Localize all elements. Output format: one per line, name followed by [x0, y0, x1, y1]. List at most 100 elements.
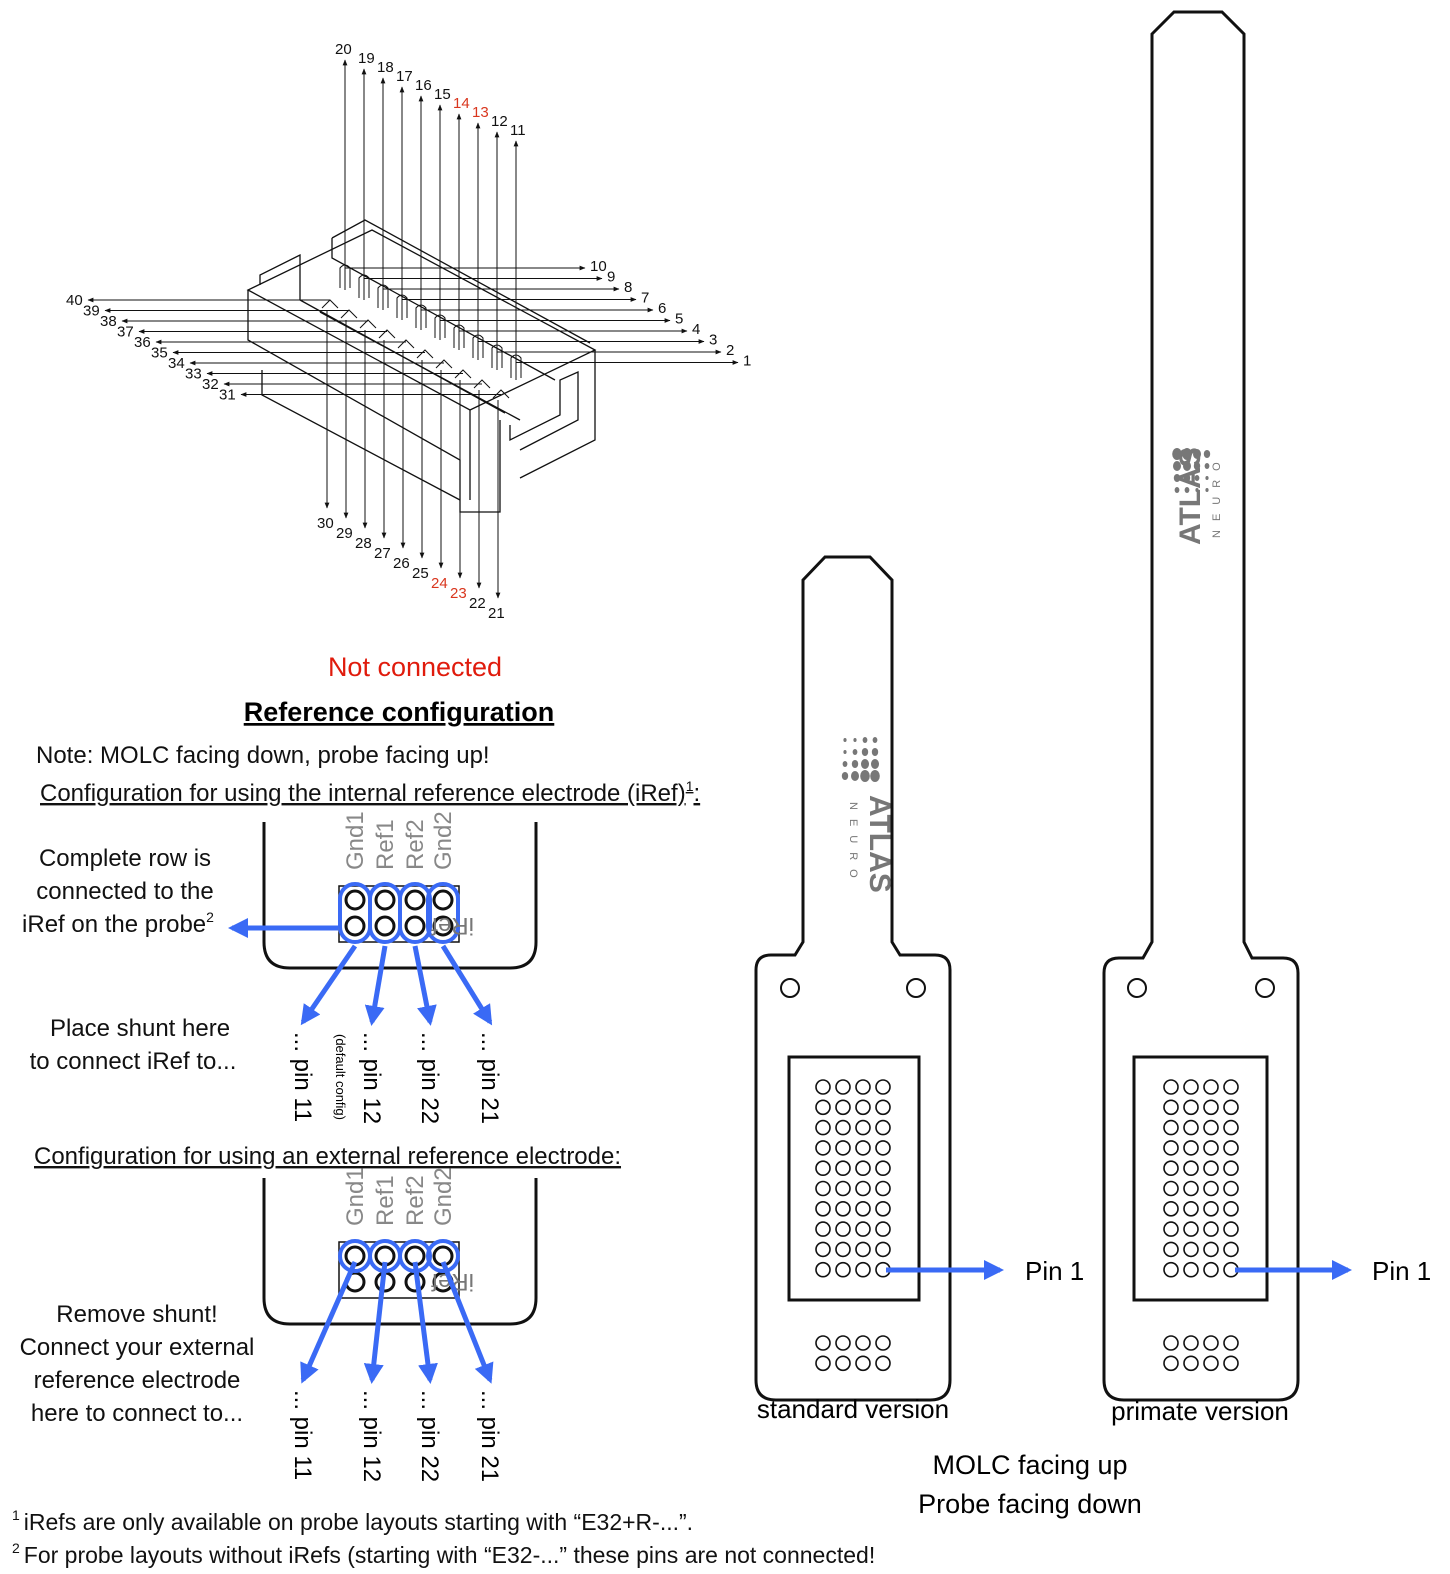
pin-number-21: 21 — [488, 605, 505, 622]
target-arrow — [364, 945, 388, 1026]
shunt-note-line1: Place shunt here — [50, 1015, 230, 1042]
header-pin — [374, 915, 396, 937]
probe-contact — [1203, 1160, 1219, 1176]
probe-contact — [815, 1140, 831, 1156]
probe-contact — [875, 1099, 891, 1116]
probe-contact — [815, 1201, 831, 1217]
pin-number-31: 31 — [219, 387, 236, 404]
logo-dot — [870, 770, 880, 782]
connector-contact — [454, 369, 472, 379]
target-pin-label: ... pin 12 — [358, 1390, 385, 1482]
probe-contact — [835, 1079, 851, 1095]
pin-number-8: 8 — [624, 279, 632, 296]
connector-contact — [416, 349, 434, 359]
pin-number-13: 13 — [472, 104, 489, 121]
standard-probe: ATLAS NEURO — [754, 555, 952, 1402]
header-pin — [432, 915, 454, 937]
header-pin — [344, 889, 366, 911]
logo-dot — [841, 772, 849, 780]
pin-number-5: 5 — [675, 311, 683, 328]
target-arrow — [300, 944, 358, 1026]
logo-dot — [1203, 450, 1211, 458]
probe-contact — [835, 1180, 851, 1197]
probe-contact — [1223, 1355, 1239, 1372]
svg-text:NEURO: NEURO — [1211, 453, 1223, 538]
orientation-note: Note: MOLC facing down, probe facing up! — [36, 742, 490, 769]
standard-version-label: standard version — [757, 1394, 949, 1424]
svg-text:ATLAS: ATLAS — [863, 795, 896, 893]
probe-contact — [835, 1160, 851, 1176]
probe-contact — [1163, 1140, 1179, 1156]
probe-contact — [855, 1221, 871, 1237]
pin-number-23: 23 — [450, 585, 467, 602]
probe-contact — [1163, 1201, 1179, 1217]
target-arrow — [440, 1261, 494, 1384]
pin-number-9: 9 — [607, 269, 615, 286]
pin-number-12: 12 — [491, 113, 508, 130]
shunt-oval — [368, 882, 402, 944]
header-label-gnd2: Gnd2 — [430, 811, 457, 870]
probe-contact — [855, 1119, 871, 1136]
probe-contact — [835, 1221, 851, 1237]
probe-contact — [815, 1261, 831, 1278]
probe-contact — [1223, 1160, 1239, 1176]
probe-contact — [855, 1160, 871, 1176]
probe-contact — [1183, 1180, 1199, 1197]
probe-contact — [1163, 1119, 1179, 1136]
orientation-line2: Probe facing down — [918, 1489, 1142, 1519]
target-pin-label: ... pin 12 — [358, 1032, 385, 1124]
default-config-note: (default config) — [333, 1034, 348, 1120]
probe-contact — [875, 1201, 891, 1217]
pin-number-29: 29 — [336, 525, 353, 542]
probe-contact — [1163, 1221, 1179, 1237]
probe-contact — [875, 1160, 891, 1176]
pin-number-24: 24 — [431, 575, 448, 592]
pin-number-40: 40 — [66, 292, 83, 309]
pin-number-35: 35 — [151, 345, 168, 362]
probe-contact — [1163, 1160, 1179, 1176]
connector-contact — [492, 389, 510, 399]
probe-contact — [875, 1079, 891, 1095]
probe-contact — [1223, 1079, 1239, 1095]
pin-number-27: 27 — [374, 545, 391, 562]
probe-contact — [815, 1119, 831, 1136]
row-note-line1: Complete row is — [39, 845, 211, 872]
atlas-logo-primate: ATLAS NEURO — [1172, 447, 1223, 545]
target-arrow — [363, 1261, 388, 1384]
logo-dot — [1173, 461, 1181, 471]
primate-probe: ATLAS NEURO — [1102, 10, 1300, 1402]
shunt-note-line2: to connect iRef to... — [30, 1048, 237, 1075]
not-connected-label: Not connected — [328, 652, 502, 682]
probe-contact — [1203, 1261, 1219, 1278]
pin-number-19: 19 — [358, 50, 375, 67]
connector-contact — [397, 339, 415, 349]
logo-dot — [872, 737, 878, 743]
logo-dot — [1205, 488, 1209, 492]
header-pin — [404, 889, 426, 911]
logo-dot — [843, 750, 847, 754]
probe-contact — [835, 1355, 851, 1372]
probe-contact — [875, 1241, 891, 1258]
probe-contact — [875, 1119, 891, 1136]
pin-number-4: 4 — [692, 321, 700, 338]
probe-contact — [1223, 1221, 1239, 1237]
logo-dot — [1182, 448, 1192, 460]
target-pin-label: ... pin 22 — [416, 1390, 443, 1482]
probe-contact — [1223, 1140, 1239, 1156]
connector-drawing: 2019181716151413121130292827262524232221… — [66, 41, 751, 622]
probe-contact — [855, 1201, 871, 1217]
svg-text:NEURO: NEURO — [847, 802, 859, 887]
probe-contact — [815, 1335, 831, 1351]
shunt-oval — [426, 882, 460, 944]
probe-contact — [1163, 1355, 1179, 1372]
connector-contact — [435, 359, 453, 369]
probe-contact — [815, 1241, 831, 1258]
logo-dot — [1205, 476, 1209, 480]
probe-contact — [1163, 1079, 1179, 1095]
probe-contact — [1183, 1355, 1199, 1372]
probe-contact — [1203, 1355, 1219, 1372]
probe-contact — [855, 1335, 871, 1351]
logo-dot — [843, 738, 847, 742]
